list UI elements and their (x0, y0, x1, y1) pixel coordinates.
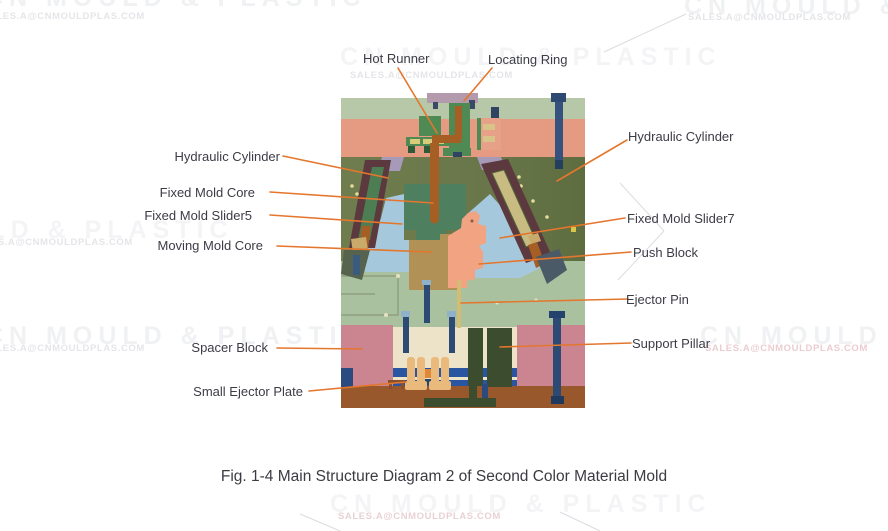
label-push-block: Push Block (633, 245, 699, 260)
fixed-mold-slider5-part (357, 194, 412, 272)
sprue-part (430, 143, 439, 217)
leader-support-pillar (499, 342, 632, 348)
base-stand (424, 398, 496, 407)
locating-ring-part (427, 93, 478, 103)
leader-fixed-mold-slider5 (269, 214, 403, 225)
label-hydraulic-cylinder-right: Hydraulic Cylinder (628, 129, 734, 144)
leader-small-ejector-plate (308, 381, 407, 392)
leader-ejector-pin (460, 298, 629, 304)
spacer-block-right (517, 325, 585, 387)
leader-fixed-mold-core (269, 191, 434, 204)
leader-hydraulic-cylinder-left (282, 155, 389, 179)
leader-lines (269, 67, 632, 392)
leader-push-block (478, 251, 632, 265)
label-hot-runner: Hot Runner (363, 51, 430, 66)
label-fixed-mold-slider7: Fixed Mold Slider7 (627, 211, 735, 226)
ejector-base-plate (393, 380, 517, 388)
ejector-pin-part (457, 280, 461, 328)
support-pillar-part (468, 328, 483, 386)
hot-runner-assembly (406, 93, 566, 224)
label-spacer-block: Spacer Block (191, 340, 268, 355)
leader-locating-ring (463, 67, 493, 102)
support-pillar-part (487, 328, 512, 387)
label-locating-ring: Locating Ring (488, 52, 568, 67)
bottom-clamp-plate (341, 386, 585, 408)
label-ejector-pin: Ejector Pin (626, 292, 689, 307)
leader-spacer-block (276, 347, 363, 350)
label-small-ejector-plate: Small Ejector Plate (193, 384, 303, 399)
cooling-lines (341, 275, 399, 316)
push-block-hole (470, 219, 474, 223)
push-block-part (448, 211, 486, 288)
label-hydraulic-cylinder-left: Hydraulic Cylinder (174, 149, 280, 164)
label-support-pillar: Support Pillar (632, 336, 711, 351)
ejector-retainer-plate (393, 368, 517, 377)
ejector-system (341, 280, 565, 407)
leader-hydraulic-cylinder-right (556, 139, 628, 182)
figure-caption: Fig. 1-4 Main Structure Diagram 2 of Sec… (220, 468, 668, 485)
leader-moving-mold-core (276, 245, 432, 253)
label-fixed-mold-core: Fixed Mold Core (159, 185, 255, 200)
leader-hot-runner (397, 67, 438, 134)
leader-fixed-mold-slider7 (499, 217, 626, 239)
moving-mold-core-part (409, 234, 460, 290)
label-moving-mold-core: Moving Mold Core (157, 238, 264, 253)
label-fixed-mold-slider5: Fixed Mold Slider5 (144, 208, 252, 223)
small-ejector-plate-part (405, 357, 451, 390)
